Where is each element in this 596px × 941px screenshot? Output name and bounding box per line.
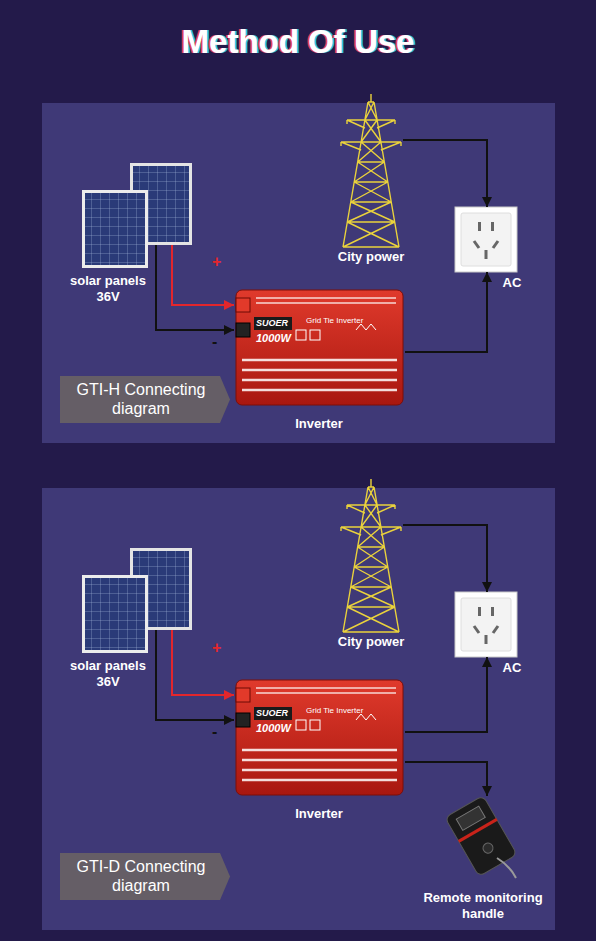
tag-outline (60, 853, 230, 900)
power-tower: City power (339, 96, 403, 247)
node-label: City power (331, 634, 411, 650)
wall-socket (455, 207, 517, 272)
device-print: Grid Tie Inverter (306, 706, 363, 716)
panel-wire (171, 245, 173, 268)
diagram-tag: GTI-H Connecting diagram (60, 376, 230, 423)
device-print: SUOER (256, 708, 288, 719)
connector-line (156, 268, 234, 330)
solar-panel (82, 190, 148, 268)
device-print: 1000W (256, 332, 291, 345)
inverter: SUOERGrid Tie Inverter1000WInverter (234, 288, 405, 408)
device-print: Grid Tie Inverter (306, 316, 363, 326)
node-label: Inverter (279, 806, 359, 822)
wall-socket: AC (455, 207, 517, 272)
page-title: Method Of Use (0, 22, 596, 62)
panel-wire (155, 245, 157, 268)
power-tower: City power (339, 481, 403, 632)
connector-line (172, 653, 234, 695)
solar-panels: solar panels 36V (82, 548, 192, 653)
node-label: solar panels 36V (62, 658, 154, 689)
node-label: City power (331, 249, 411, 265)
connector-line (405, 762, 487, 796)
handle-cable (497, 858, 516, 878)
connector-line (405, 272, 487, 352)
inverter: SUOERGrid Tie Inverter1000WInverter (234, 678, 405, 798)
node-label: Inverter (279, 416, 359, 432)
polarity-label: - (212, 334, 217, 350)
solar-panel (82, 575, 148, 653)
power-tower (341, 479, 401, 632)
inverter-body (236, 680, 403, 795)
polarity-label: - (212, 724, 217, 740)
solar-panels: solar panels 36V (82, 163, 192, 268)
connector-line (172, 268, 234, 305)
polarity-label: + (212, 640, 221, 656)
wall-socket (455, 592, 517, 657)
tag-outline (60, 376, 230, 423)
power-tower (341, 94, 401, 247)
node-label: Remote monitoring handle (418, 890, 548, 921)
panel-wire (171, 630, 173, 653)
diagram-tag: GTI-D Connecting diagram (60, 853, 230, 900)
node-label: AC (498, 660, 526, 676)
connector-line (403, 140, 487, 207)
device-print: 1000W (256, 722, 291, 735)
connector-line (156, 653, 234, 720)
panel-ground (42, 103, 555, 443)
connector-line (403, 525, 487, 592)
node-label: AC (498, 275, 526, 291)
wall-socket: AC (455, 592, 517, 657)
connector-line (405, 657, 487, 732)
panel-ground (42, 488, 555, 930)
device-print: SUOER (256, 318, 288, 329)
panel-wire (155, 630, 157, 653)
inverter-body (236, 290, 403, 405)
tag-text: GTI-H Connecting diagram (68, 381, 214, 418)
node-label: solar panels 36V (62, 273, 154, 304)
tag-text: GTI-D Connecting diagram (68, 858, 214, 895)
polarity-label: + (212, 254, 221, 270)
remote-handle: Remote monitoring handle (440, 796, 526, 880)
